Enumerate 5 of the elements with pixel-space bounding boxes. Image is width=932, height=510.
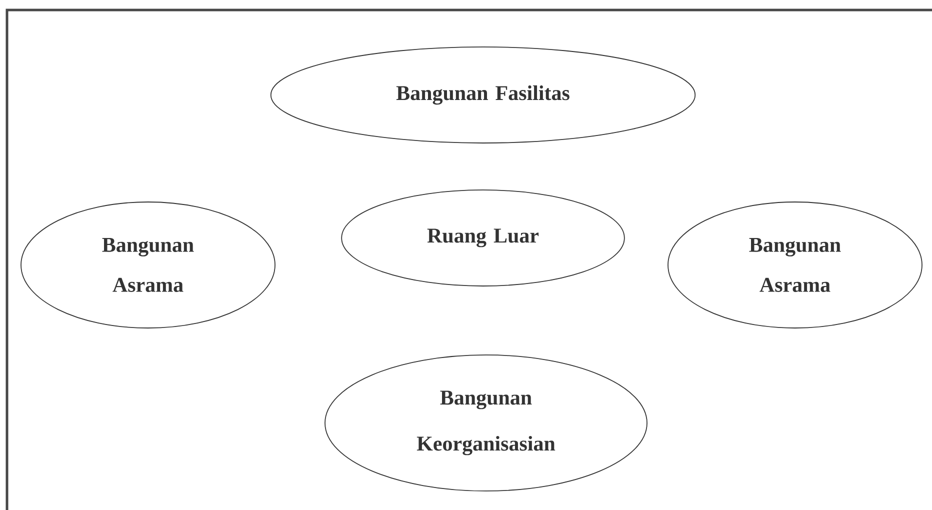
ellipse-node: Bangunan Fasilitas [270, 46, 696, 144]
ellipse-node: Bangunan Asrama [20, 202, 276, 328]
ellipse-node: Ruang Luar [341, 190, 625, 286]
ellipse-node: Bangunan Keorganisasian [324, 354, 648, 492]
ellipse-node: Bangunan Asrama [668, 202, 922, 328]
